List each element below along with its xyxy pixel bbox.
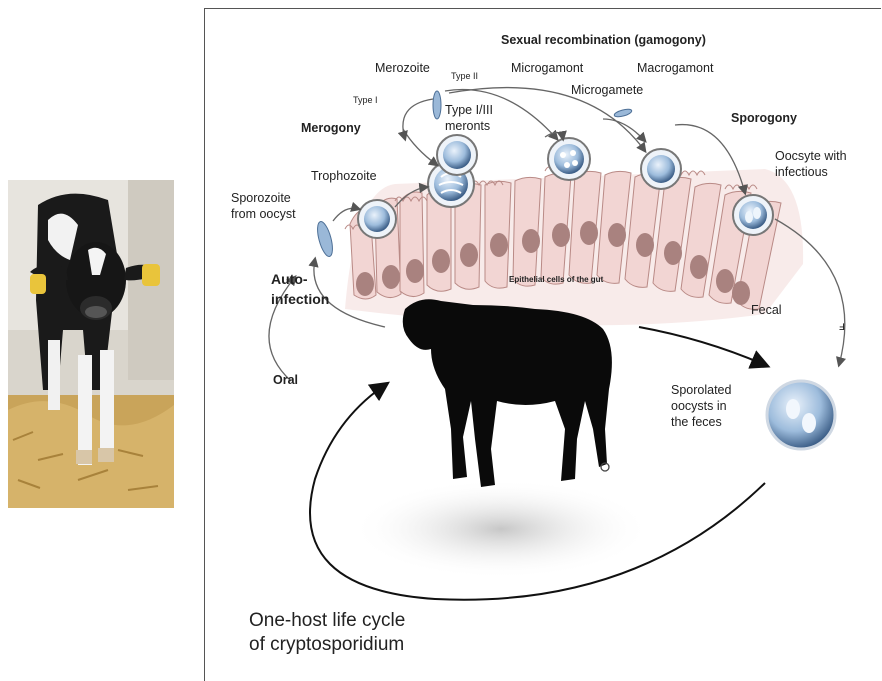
label-oocyte-line2: infectious <box>775 165 828 180</box>
label-fecal: Fecal <box>751 303 782 318</box>
life-cycle-drawing <box>205 9 881 681</box>
calf-photo-drawing <box>8 180 174 508</box>
label-sporolated-line1: Sporolated <box>671 383 731 398</box>
label-microgamont: Microgamont <box>511 61 583 76</box>
label-stray-mark: ⅎ <box>839 319 845 334</box>
label-merogony: Merogony <box>301 121 361 136</box>
label-type-ii: Type II <box>451 71 478 82</box>
label-oocyte-line1: Oocsyte with <box>775 149 847 164</box>
label-sporozoite-line2: from oocyst <box>231 207 296 222</box>
label-macrogamont: Macrogamont <box>637 61 713 76</box>
label-sexual-recombination: Sexual recombination (gamogony) <box>501 33 706 48</box>
label-type-i: Type I <box>353 95 378 106</box>
label-sporozoite-line1: Sporozoite <box>231 191 291 206</box>
label-oral: Oral <box>273 373 298 388</box>
label-trophozoite: Trophozoite <box>311 169 377 184</box>
label-meronts-line1: Type I/III <box>445 103 493 118</box>
life-cycle-diagram: Sexual recombination (gamogony) Merozoit… <box>204 8 881 681</box>
label-sporolated-line3: the feces <box>671 415 722 430</box>
title-line2: of cryptosporidium <box>249 633 404 656</box>
label-autoinfection-line2: infection <box>271 291 329 308</box>
label-meronts-line2: meronts <box>445 119 490 134</box>
label-microgamete: Microgamete <box>571 83 643 98</box>
calf-silhouette <box>403 299 612 487</box>
calf-shadow <box>351 479 651 579</box>
label-merozoite: Merozoite <box>375 61 430 76</box>
label-epithelial-cells: Epithelial cells of the gut <box>509 275 603 285</box>
label-sporolated-line2: oocysts in <box>671 399 727 414</box>
label-sporogony: Sporogony <box>731 111 797 126</box>
label-autoinfection-line1: Auto- <box>271 271 308 288</box>
calf-photo <box>8 180 174 508</box>
title-line1: One-host life cycle <box>249 609 405 632</box>
